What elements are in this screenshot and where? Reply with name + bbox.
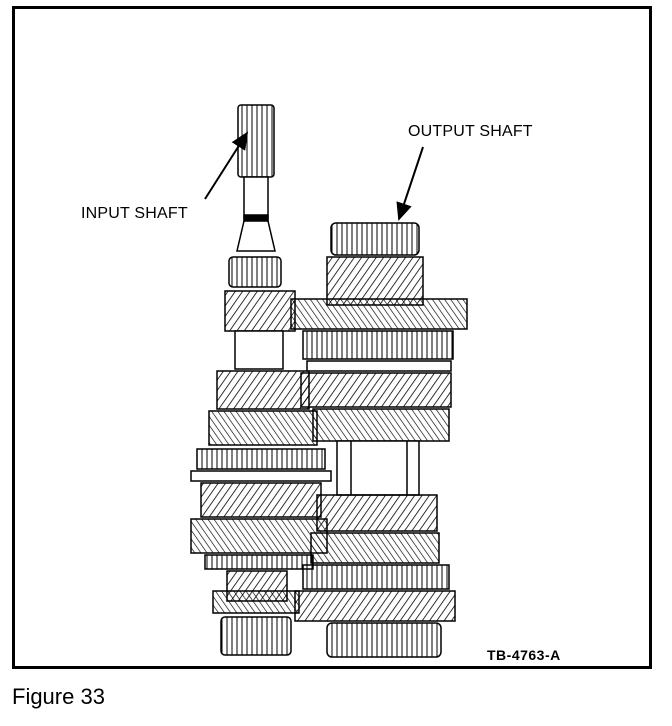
input-shaft-label: INPUT SHAFT — [81, 205, 188, 222]
input-shaft — [190, 104, 332, 656]
output-shaft-label: OUTPUT SHAFT — [408, 123, 533, 140]
gearbox-illustration — [190, 104, 468, 658]
figure-caption: Figure 33 — [12, 684, 105, 709]
output-shaft-arrow — [396, 146, 424, 221]
output-shaft — [290, 222, 468, 658]
input-shaft-arrow — [204, 131, 249, 200]
figure-frame: INPUT SHAFT OUTPUT SHAFT TB-4763-A — [12, 6, 652, 669]
figure-code: TB-4763-A — [487, 647, 561, 663]
